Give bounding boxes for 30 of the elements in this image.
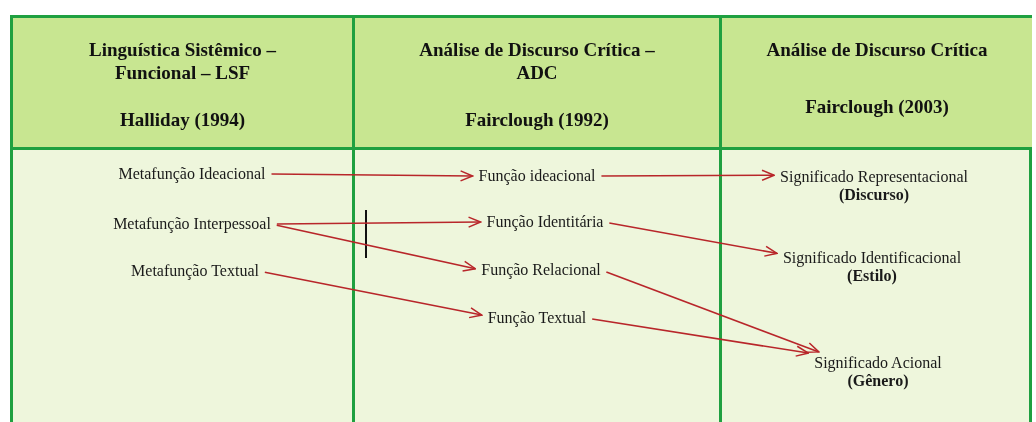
arrow <box>270 170 474 182</box>
column-heading: Linguística Sistêmico – Funcional – LSF <box>88 38 277 84</box>
arrow <box>605 271 820 354</box>
function-label: Significado Acional <box>814 354 942 372</box>
category-label: (Estilo) <box>847 267 897 285</box>
arrow <box>608 222 778 257</box>
function-label: Significado Representacional <box>780 168 968 186</box>
column-heading: Análise de Discurso Crítica – ADC <box>418 38 656 84</box>
category-label: (Discurso) <box>838 186 910 204</box>
header-cell <box>722 18 1032 150</box>
arrow <box>275 224 477 272</box>
header-cell <box>355 18 719 150</box>
function-label: Metafunção Textual <box>131 262 259 280</box>
function-label: Função ideacional <box>478 167 596 185</box>
function-label: Função Relacional <box>481 261 601 279</box>
column-heading: Análise de Discurso Crítica <box>766 38 988 61</box>
author-year: Fairclough (2003) <box>805 95 949 118</box>
function-label: Metafunção Interpessoal <box>113 215 271 233</box>
header-cell <box>13 18 352 150</box>
function-label: Função Textual <box>487 309 587 327</box>
arrow <box>591 318 810 357</box>
author-year: Halliday (1994) <box>119 108 246 131</box>
function-label: Função Identitária <box>486 213 604 231</box>
arrow <box>276 216 482 228</box>
function-label: Metafunção Ideacional <box>118 165 266 183</box>
function-label: Significado Identificacional <box>782 249 962 267</box>
author-year: Fairclough (1992) <box>465 108 609 131</box>
arrow <box>264 271 483 319</box>
arrow <box>600 169 775 182</box>
category-label: (Gênero) <box>847 372 909 390</box>
